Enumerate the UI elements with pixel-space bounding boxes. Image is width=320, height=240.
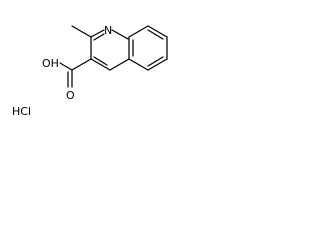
bond-C8-C7: [147, 25, 168, 38]
bond-C5-C4a: [128, 58, 149, 71]
structure-canvas: N OH O HCl: [0, 0, 182, 125]
nitrogen-label: N: [104, 24, 112, 37]
bond-C3-Ccarboxyl: [71, 58, 92, 71]
molecule-structure: N OH O HCl: [12, 24, 168, 118]
bond-C-OH: [59, 62, 73, 71]
bond-C8a-C8: [128, 25, 149, 38]
hydroxyl-label: OH: [42, 57, 59, 70]
bond-C6-C5-inner: [147, 56, 164, 67]
bond-C4-C3-inner: [93, 56, 108, 66]
bond-C4-C3: [90, 58, 111, 71]
bond-N-C8a: [111, 29, 129, 40]
bond-methyl: [71, 25, 92, 38]
bond-C4a-C4: [109, 58, 130, 71]
hcl-label: HCl: [12, 105, 31, 118]
bond-C2-N-inner: [93, 33, 105, 41]
bond-C8-C7-inner: [147, 29, 164, 40]
bond-C2-N: [90, 29, 105, 38]
carbonyl-oxygen-label: O: [66, 89, 75, 102]
bond-C6-C5: [147, 58, 168, 71]
